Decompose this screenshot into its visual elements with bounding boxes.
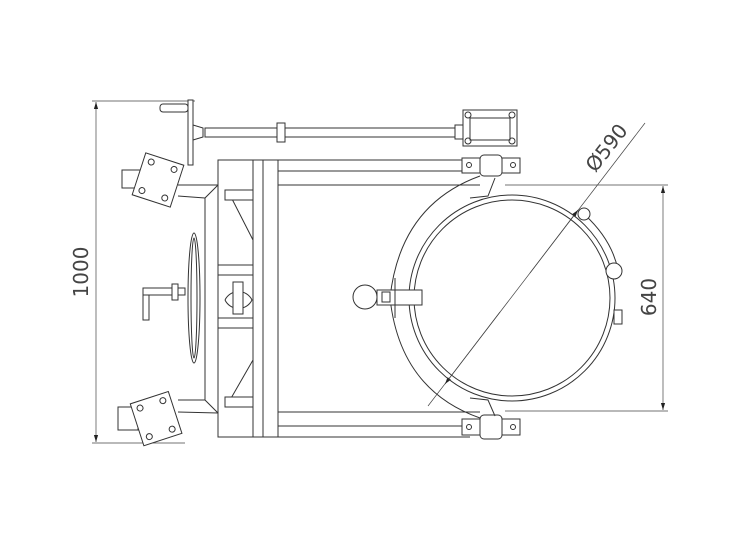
clamp-ring — [389, 175, 623, 419]
dimension-label-diameter: Ø590 — [580, 119, 632, 176]
main-frame — [217, 159, 480, 438]
bottom-clamp — [117, 390, 219, 447]
gearbox — [204, 184, 254, 414]
dimension-1000: 1000 — [69, 100, 195, 444]
bottom-bearing-block — [461, 414, 521, 440]
dimension-label-640: 640 — [637, 278, 661, 316]
dimension-640: 640 — [505, 184, 668, 412]
top-shaft — [159, 99, 464, 166]
dimension-diameter-590: Ø590 — [427, 119, 646, 407]
ring-knob[interactable] — [352, 278, 423, 318]
top-bearing-block — [461, 109, 521, 177]
top-clamp — [121, 152, 218, 208]
dimension-label-1000: 1000 — [69, 247, 93, 298]
side-handwheel-icon[interactable] — [142, 232, 201, 364]
